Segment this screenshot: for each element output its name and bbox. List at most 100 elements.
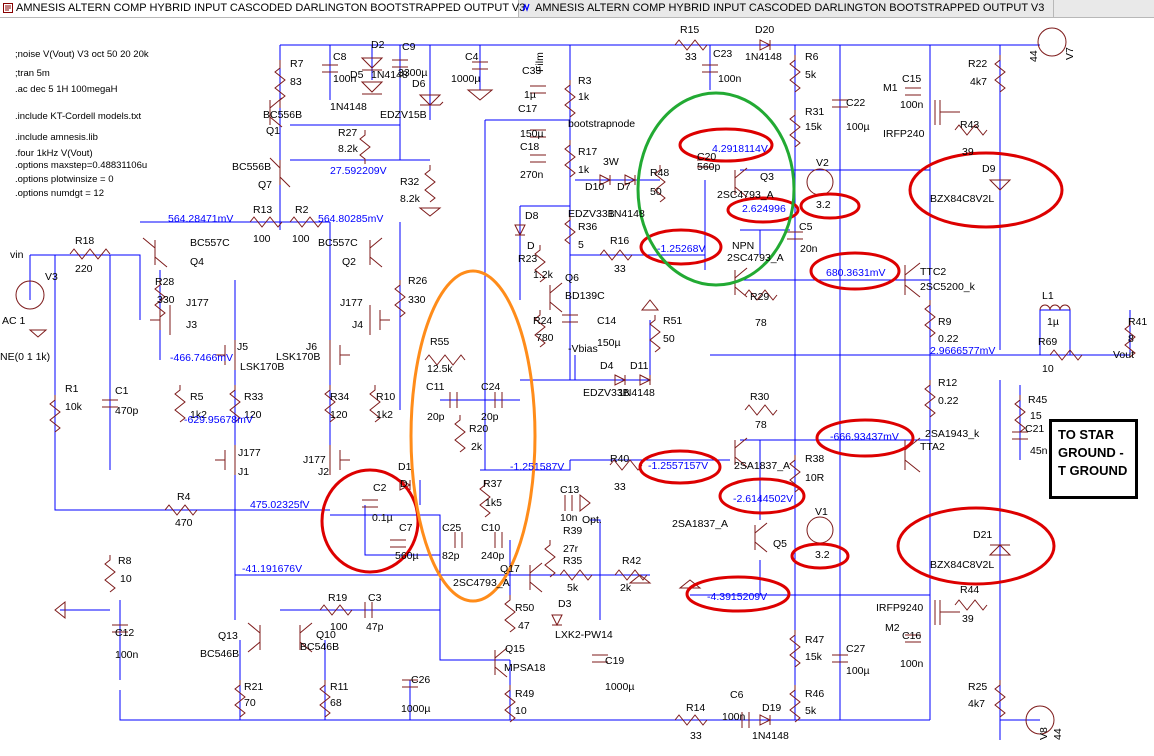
component-label: 240p: [481, 550, 505, 562]
component-label: 470: [175, 517, 193, 529]
resistor-symbol: [744, 404, 778, 416]
component-label: R10: [376, 391, 395, 403]
component-label: C18: [520, 141, 539, 153]
component-label: Q3: [760, 171, 774, 183]
directive-line: .ac dec 5 1H 100megaH: [15, 84, 118, 95]
component-label: TTA2: [920, 441, 945, 453]
spice-directives: ;noise V(Vout) V3 oct 50 20 20k ;tran 5m…: [15, 49, 149, 199]
resistor-symbol: [789, 55, 801, 93]
capacitor-symbol: [562, 314, 578, 323]
voltage-source-symbol: [806, 168, 834, 196]
resistor-symbol: [564, 215, 576, 245]
components: [15, 27, 1136, 735]
component-label: J3: [186, 319, 197, 331]
component-label: C8: [333, 51, 347, 63]
component-label: LSK170B: [240, 361, 284, 373]
component-label: 0.22: [938, 333, 959, 345]
component-label: R13: [253, 204, 272, 216]
schematic-icon: [3, 3, 13, 13]
component-label: C16: [902, 630, 921, 642]
component-label: 78: [755, 317, 767, 329]
component-label: R48: [650, 167, 669, 179]
resistor-symbol: [564, 140, 576, 178]
component-label: D: [400, 478, 408, 490]
component-label: R21: [244, 681, 263, 693]
jfet-symbol: [329, 445, 350, 475]
component-label: R3: [578, 75, 592, 87]
component-label: 150µ: [597, 337, 621, 349]
resistor-symbol: [1014, 395, 1026, 433]
component-label: 2k: [620, 582, 632, 594]
resistor-symbol: [924, 380, 936, 418]
component-label: 100n: [722, 711, 746, 723]
capacitor-symbol: [390, 539, 406, 548]
component-label: C14: [597, 315, 616, 327]
tab-title: AMNESIS ALTERN COMP HYBRID INPUT CASCODE…: [16, 2, 526, 14]
component-label: J177: [186, 297, 209, 309]
voltage-source-symbol: [15, 280, 45, 310]
component-label: 3.2: [815, 549, 830, 561]
resistor-symbol: [454, 415, 466, 453]
voltage-probe: -466.7466mV: [170, 352, 233, 364]
ground-symbol: [28, 329, 48, 338]
voltage-probe: 2.624996: [742, 203, 786, 215]
component-label: 560µ: [395, 550, 419, 562]
component-label: vin: [10, 249, 24, 261]
component-label: 1N4148: [752, 730, 789, 742]
transistor-symbol: [369, 237, 383, 268]
resistor-symbol: [534, 310, 546, 348]
component-label: R40: [610, 453, 629, 465]
tab-waveform[interactable]: AMNESIS ALTERN COMP HYBRID INPUT CASCODE…: [519, 0, 1054, 17]
jfet-symbol: [150, 305, 171, 335]
component-label: 5: [578, 239, 584, 251]
component-label: 10: [515, 705, 527, 717]
component-label: 1000µ: [451, 73, 480, 85]
resistor-symbol: [954, 599, 988, 611]
capacitor-symbol: [787, 231, 803, 240]
component-label: BC556B: [232, 161, 271, 173]
schematic-canvas[interactable]: ;noise V(Vout) V3 oct 50 20 20k ;tran 5m…: [0, 17, 1154, 756]
component-label: NPN: [732, 240, 754, 252]
component-label: 780: [536, 332, 554, 344]
component-label: 27r: [563, 543, 579, 555]
component-label: 10k: [65, 401, 83, 413]
component-label: 39: [962, 146, 974, 158]
component-label: R25: [968, 681, 987, 693]
component-label: R6: [805, 51, 819, 63]
resistor-symbol: [164, 504, 198, 516]
voltage-probe: 680.3631mV: [826, 267, 886, 279]
resistor-symbol: [544, 540, 556, 578]
resistor-symbol: [289, 216, 323, 228]
zener-symbol: [988, 179, 1012, 191]
component-label: 560p: [697, 161, 721, 173]
component-label: 8: [1128, 333, 1134, 345]
led-symbol: [551, 614, 563, 627]
ground-symbol: [466, 89, 494, 101]
component-label: 330: [157, 294, 175, 306]
component-label: 330: [408, 294, 426, 306]
component-label: J1: [238, 466, 249, 478]
component-label: C22: [846, 97, 865, 109]
component-label: 100: [330, 621, 348, 633]
transistor-symbol: [549, 282, 563, 313]
component-label: 1k2: [376, 409, 393, 421]
resistor-symbol: [424, 354, 466, 366]
tab-schematic[interactable]: AMNESIS ALTERN COMP HYBRID INPUT CASCODE…: [0, 0, 525, 17]
resistor-symbol: [994, 55, 1006, 93]
directive-line: .options maxstep=0.48831106u: [15, 160, 147, 171]
component-label: 47p: [366, 621, 384, 633]
component-label: R55: [430, 336, 449, 348]
component-label: 5k: [567, 582, 579, 594]
voltage-probe: -4.3915209V: [707, 591, 767, 603]
resistor-symbol: [174, 385, 186, 423]
ground-symbol: [640, 299, 660, 311]
component-label: 83: [290, 76, 302, 88]
directive-line: ;tran 5m: [15, 68, 50, 79]
diode-symbol: [599, 174, 612, 186]
component-label: 50: [663, 333, 675, 345]
component-label: Q6: [565, 272, 579, 284]
resistor-symbol: [479, 480, 491, 518]
component-label: 4k7: [970, 76, 987, 88]
component-label: R49: [515, 688, 534, 700]
